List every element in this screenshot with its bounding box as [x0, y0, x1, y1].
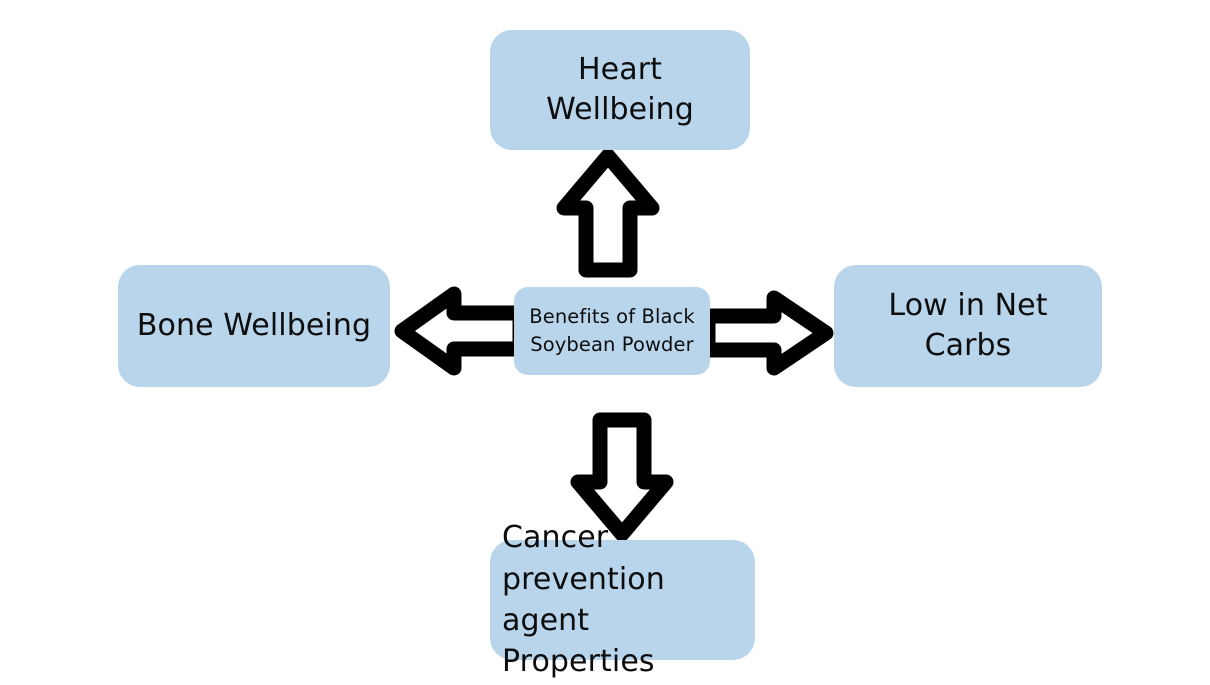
- arrow-up-icon: [556, 146, 660, 278]
- node-cancer-prevention[interactable]: Cancer prevention agent Properties: [490, 520, 755, 679]
- arrow-right-icon: [700, 290, 836, 376]
- arrow-down-icon: [570, 412, 674, 544]
- node-label: Benefits of Black Soybean Powder: [529, 304, 695, 356]
- node-low-in-net-carbs[interactable]: Low in Net Carbs: [834, 265, 1102, 387]
- node-label: Heart Wellbeing: [546, 52, 694, 127]
- node-label: Low in Net Carbs: [888, 288, 1048, 363]
- node-bone-wellbeing[interactable]: Bone Wellbeing: [118, 265, 390, 387]
- node-label: Cancer prevention agent Properties: [502, 520, 665, 680]
- node-center-topic[interactable]: Benefits of Black Soybean Powder: [514, 287, 710, 375]
- node-heart-wellbeing[interactable]: Heart Wellbeing: [490, 30, 750, 150]
- arrow-left-icon: [392, 286, 528, 376]
- node-label: Bone Wellbeing: [136, 308, 372, 344]
